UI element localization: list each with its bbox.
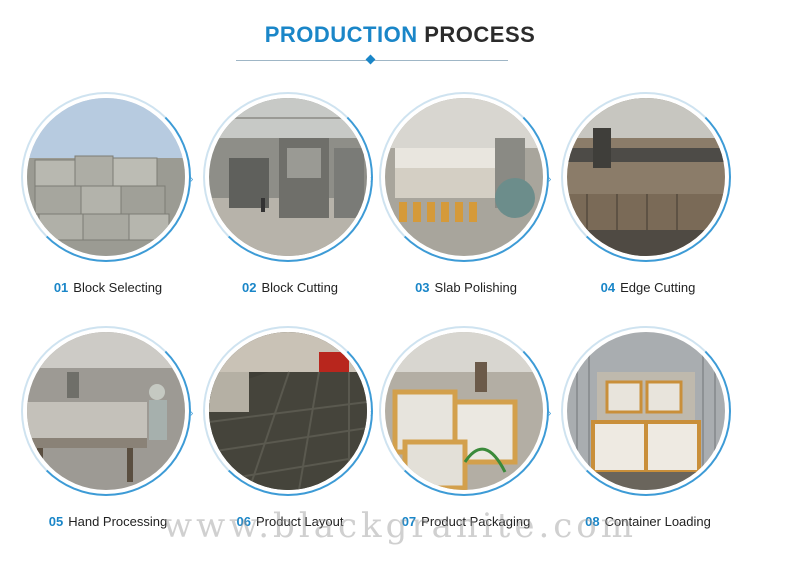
title-rest: PROCESS	[424, 22, 536, 47]
photo-product-packaging	[385, 332, 543, 490]
watermark: www.blackgranite.com	[162, 506, 638, 546]
photo-container-loading	[567, 332, 725, 490]
step-ring	[379, 326, 549, 496]
photo-slab-polishing	[385, 98, 543, 256]
connector-arrow-icon: ›	[548, 408, 552, 419]
connector-arrow-icon: ›	[370, 174, 374, 185]
step-ring	[203, 92, 373, 262]
page-title: PRODUCTION PROCESS	[0, 22, 800, 48]
connector-arrow-icon: ›	[370, 408, 374, 419]
step-ring	[561, 326, 731, 496]
connector-arrow-icon: ›	[190, 408, 194, 419]
photo-product-layout	[209, 332, 367, 490]
title-diamond-icon	[365, 54, 376, 65]
connector-arrow-icon: ›	[548, 174, 552, 185]
title-highlight: PRODUCTION	[264, 22, 418, 47]
photo-block-cutting	[209, 98, 367, 256]
step-ring	[203, 326, 373, 496]
photo-edge-cutting	[567, 98, 725, 256]
step-ring	[561, 92, 731, 262]
connector-arrow-icon: ›	[190, 174, 194, 185]
step-ring	[21, 326, 191, 496]
step-ring	[21, 92, 191, 262]
step-ring	[379, 92, 549, 262]
photo-hand-processing	[27, 332, 185, 490]
photo-block-selecting	[27, 98, 185, 256]
